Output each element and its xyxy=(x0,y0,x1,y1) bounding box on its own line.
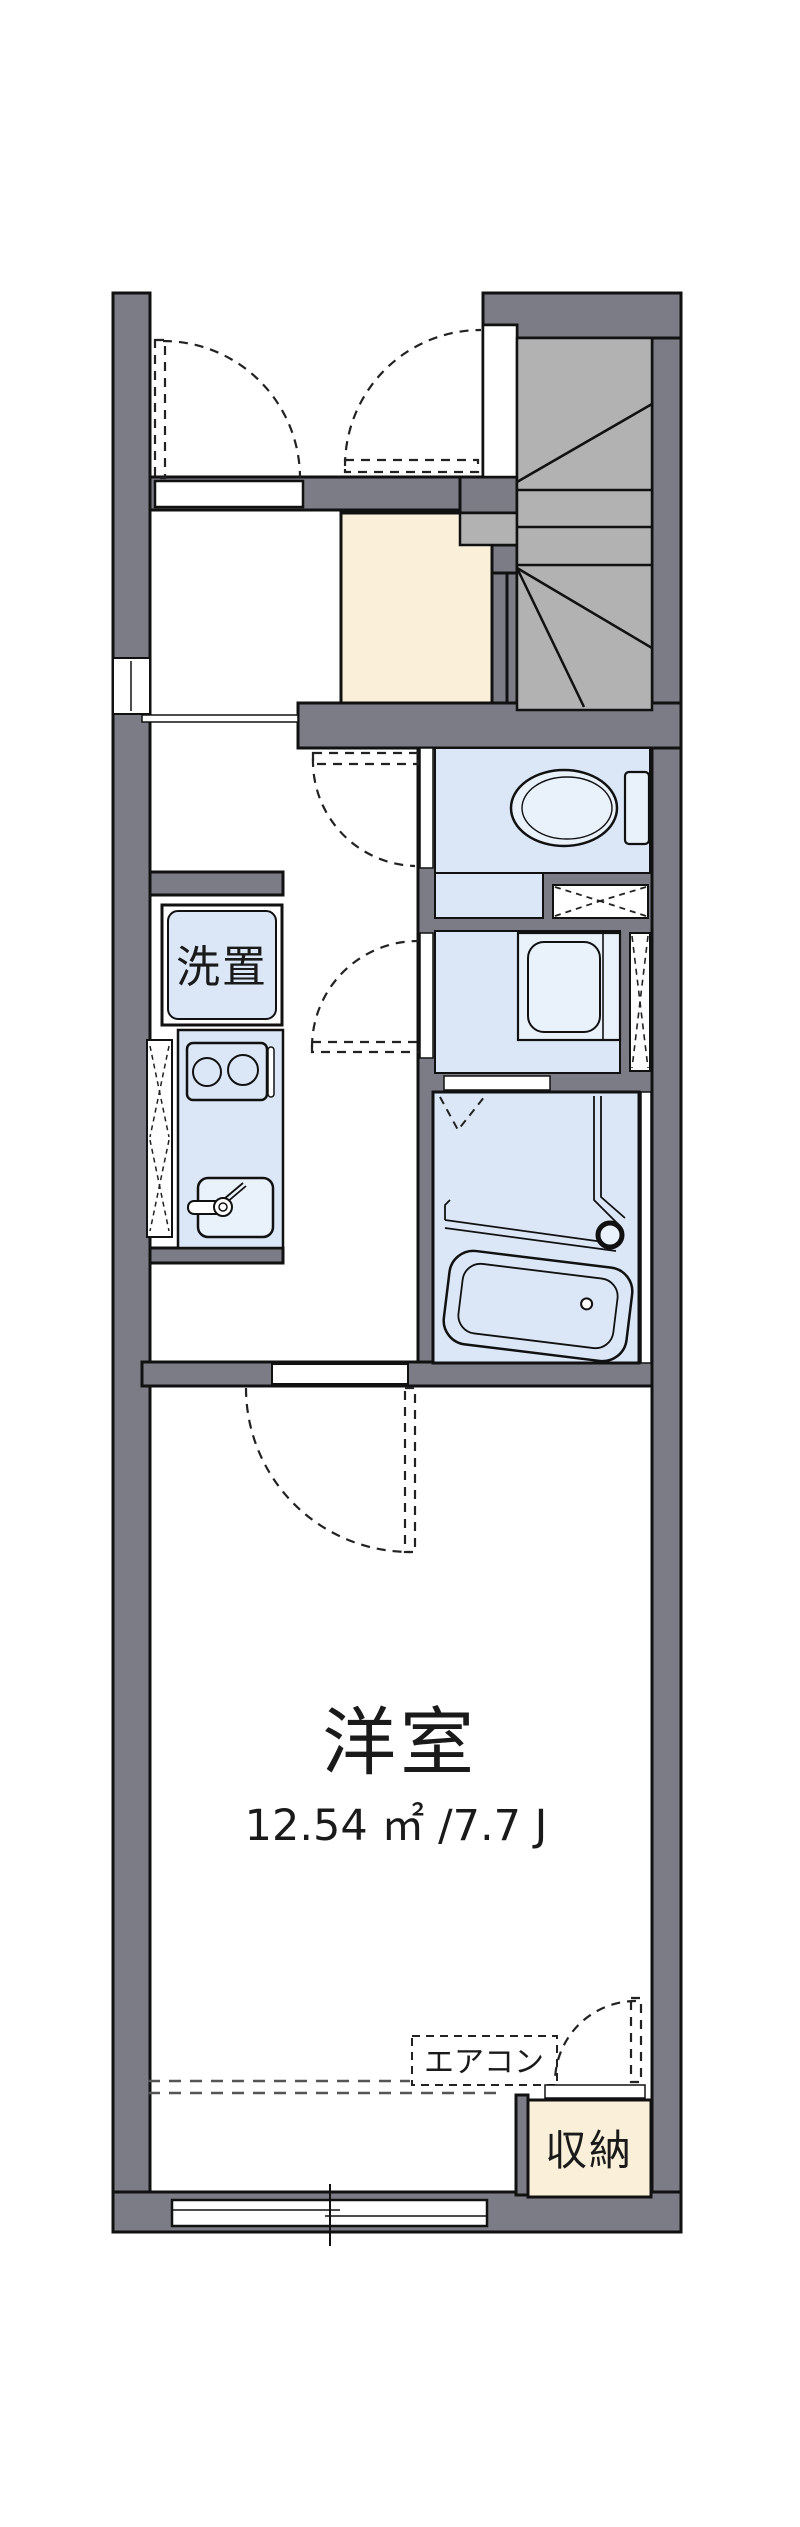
closet-threshold xyxy=(544,2084,646,2099)
kitchen-sink-icon xyxy=(187,1176,275,1239)
right-wall xyxy=(650,291,683,2234)
entrance-door-right-icon xyxy=(343,328,482,474)
entrance-door-left-icon xyxy=(153,338,302,480)
washer-space-icon: 洗置 xyxy=(160,903,284,1027)
stair-door-niche xyxy=(481,323,519,479)
staircase-icon xyxy=(515,336,654,712)
main-room-area-label: 12.54 ㎡ /7.7 J xyxy=(245,1801,548,1851)
corridor-door-icon xyxy=(310,939,422,1054)
genkan-right-wall xyxy=(490,571,509,705)
storage-closet: 収納 xyxy=(526,1996,653,2199)
main-room: 洋室 12.54 ㎡ /7.7 J エアコン xyxy=(148,1363,558,2095)
main-room-threshold xyxy=(271,1363,409,1385)
kitchen: 洗置 xyxy=(146,903,285,1250)
hall-thin-wall xyxy=(141,714,299,723)
exhaust-fan-icon xyxy=(552,884,649,919)
stair-landing-step xyxy=(458,511,519,547)
main-room-door-icon xyxy=(244,1386,417,1554)
entrance-area xyxy=(153,323,519,705)
bath-faucet-icon xyxy=(595,1220,625,1250)
toilet-icon xyxy=(509,768,651,848)
aircon-label: エアコン xyxy=(424,2045,544,2080)
stair-winder-line xyxy=(516,402,653,484)
kitchen-window-icon xyxy=(146,1039,173,1238)
bathtub-icon xyxy=(442,1249,634,1363)
washer-space-label: 洗置 xyxy=(176,942,268,993)
room-dashed-lines xyxy=(148,2079,503,2095)
main-room-label: 洋室 xyxy=(322,1700,478,1786)
stair-winder-line xyxy=(515,567,586,708)
closet-label: 収納 xyxy=(545,2126,633,2175)
toilet-room xyxy=(419,747,651,919)
washbasin-icon xyxy=(516,931,622,1042)
toilet-door-opening xyxy=(419,747,434,869)
closet-wall-stub xyxy=(514,2093,530,2197)
kitchen-window-marks xyxy=(149,1045,170,1232)
entrance-step-threshold xyxy=(153,479,305,509)
hall-door-icon xyxy=(311,751,420,868)
bathroom xyxy=(431,1090,652,1365)
washer-wall-bump xyxy=(148,870,285,897)
bath-threshold xyxy=(443,1075,551,1091)
closet-door-icon xyxy=(553,1996,643,2084)
washroom-door-opening xyxy=(419,932,434,1059)
closet-floor xyxy=(526,2098,653,2199)
toilet-room-nook xyxy=(434,872,544,919)
stove-icon xyxy=(185,1041,275,1102)
stair-stub-upper xyxy=(458,475,519,515)
aircon-icon: エアコン xyxy=(411,2035,558,2086)
pipe-shaft-icon xyxy=(629,932,651,1072)
stair-winder-line xyxy=(516,566,653,650)
bathroom-side-channel xyxy=(640,1091,652,1364)
kitchen-wall-bump xyxy=(148,1246,285,1265)
left-wall xyxy=(111,291,152,2234)
washroom xyxy=(419,930,651,1091)
balcony-window-icon xyxy=(170,2184,489,2246)
bath-partition-lines xyxy=(444,1096,626,1252)
